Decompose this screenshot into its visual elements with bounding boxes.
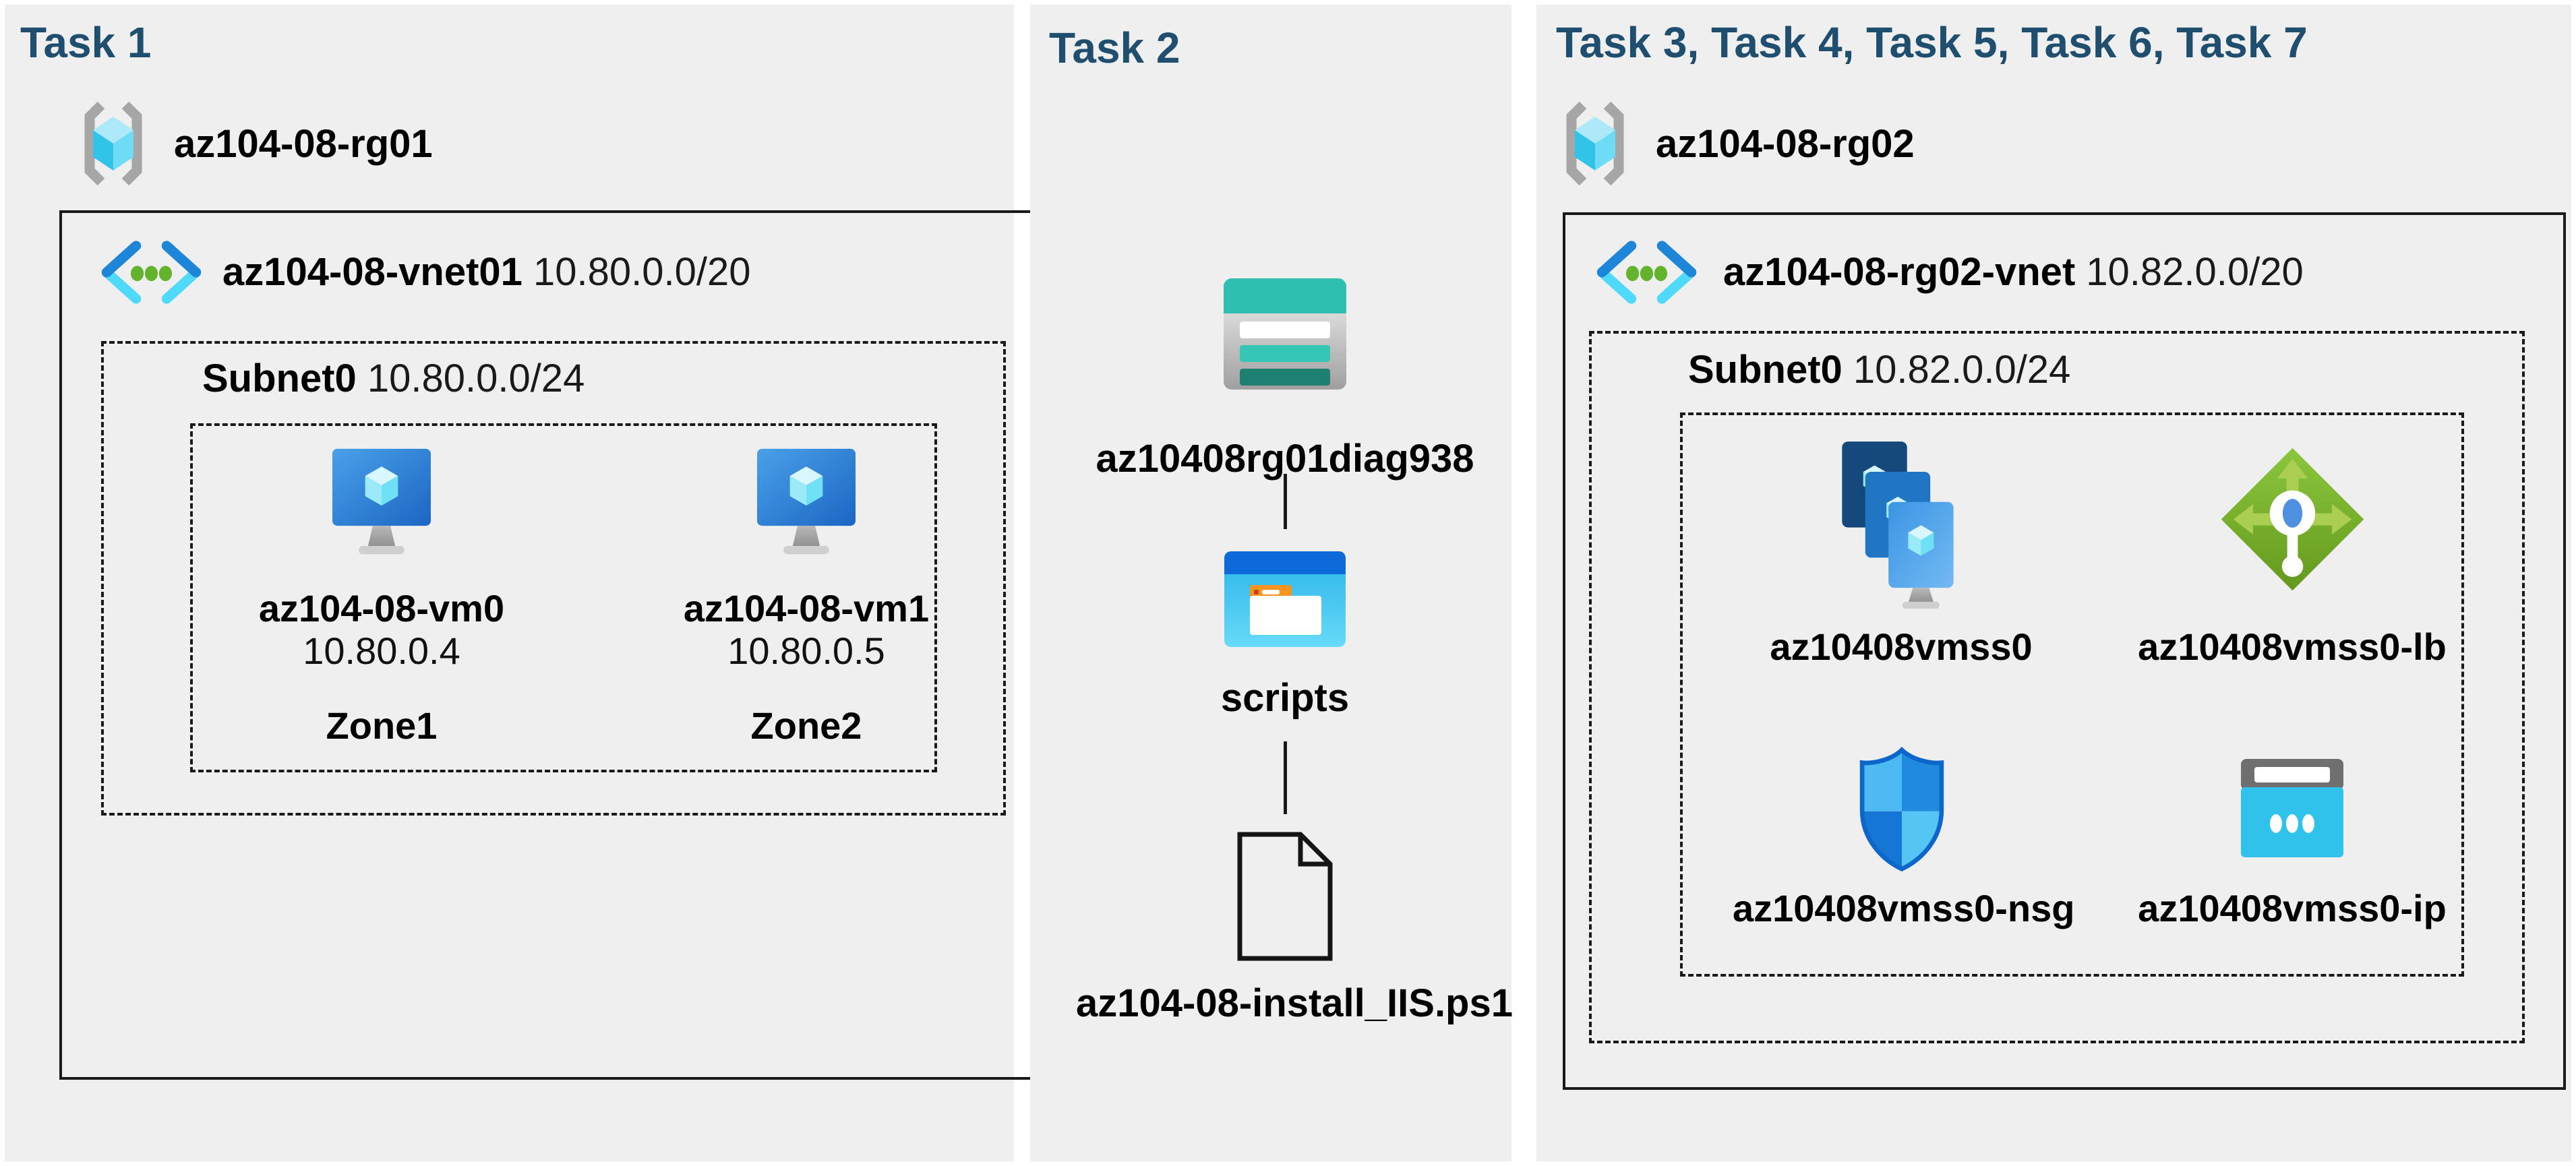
task1-zones-box: [190, 423, 937, 772]
folder-name: scripts: [1220, 676, 1350, 720]
task1-header: Task 1: [20, 18, 152, 67]
virtual-network-icon: [98, 240, 204, 305]
public-ip-name: az10408vmss0-ip: [2138, 887, 2447, 929]
nsg-name: az10408vmss0-nsg: [1733, 887, 2075, 929]
task3-resources-box: [1680, 412, 2464, 977]
subnet-name: Subnet0: [202, 357, 357, 400]
resource-group-name: az104-08-rg02: [1656, 122, 1915, 166]
load-balancer-icon: [2217, 443, 2368, 595]
script-file-name: az104-08-install_IIS.ps1: [1076, 981, 1513, 1025]
vm1-ip: 10.80.0.5: [727, 630, 885, 672]
task3-vnet-box: [1563, 212, 2566, 1090]
vmss-name: az10408vmss0: [1770, 625, 2033, 668]
subnet-cidr: 10.80.0.0/24: [367, 357, 585, 400]
vnet-cidr: 10.80.0.0/20: [533, 250, 751, 294]
virtual-network-icon: [1594, 240, 1700, 305]
resource-group-icon: [78, 98, 148, 189]
task3-panel: [1536, 5, 2571, 1161]
vm0-ip: 10.80.0.4: [303, 630, 460, 672]
vnet-cidr: 10.82.0.0/20: [2086, 250, 2304, 294]
storage-account-icon: [1224, 278, 1346, 390]
vnet-name: az104-08-rg02-vnet: [1723, 250, 2076, 294]
virtual-machine-icon: [331, 448, 432, 556]
subnet-name: Subnet0: [1688, 348, 1843, 392]
resource-group-name: az104-08-rg01: [174, 122, 433, 166]
public-ip-icon: [2238, 759, 2346, 860]
task3-subnet-box: [1589, 331, 2525, 1043]
resource-group-icon: [1560, 98, 1630, 189]
vm1-zone: Zone2: [750, 704, 862, 747]
task1-panel: [5, 5, 1014, 1161]
storage-to-folder-connector: [1284, 474, 1287, 529]
virtual-machine-icon: [756, 448, 857, 556]
vnet-name: az104-08-vnet01: [222, 250, 522, 294]
file-icon: [1234, 830, 1336, 962]
network-security-group-icon: [1851, 745, 1953, 873]
vm1-name: az104-08-vm1: [683, 587, 930, 630]
task1-subnet-box: [101, 341, 1006, 816]
folder-window-icon: [1224, 551, 1346, 647]
task3-header: Task 3, Task 4, Task 5, Task 6, Task 7: [1556, 18, 2308, 67]
vm0-name: az104-08-vm0: [258, 587, 505, 630]
vm0-zone: Zone1: [326, 704, 438, 747]
task2-header: Task 2: [1049, 24, 1180, 72]
storage-account-name: az10408rg01diag938: [1096, 437, 1474, 481]
load-balancer-name: az10408vmss0-lb: [2138, 625, 2447, 668]
vm-scale-set-icon: [1835, 441, 1969, 610]
subnet-cidr: 10.82.0.0/24: [1853, 348, 2071, 392]
folder-to-file-connector: [1284, 741, 1287, 814]
